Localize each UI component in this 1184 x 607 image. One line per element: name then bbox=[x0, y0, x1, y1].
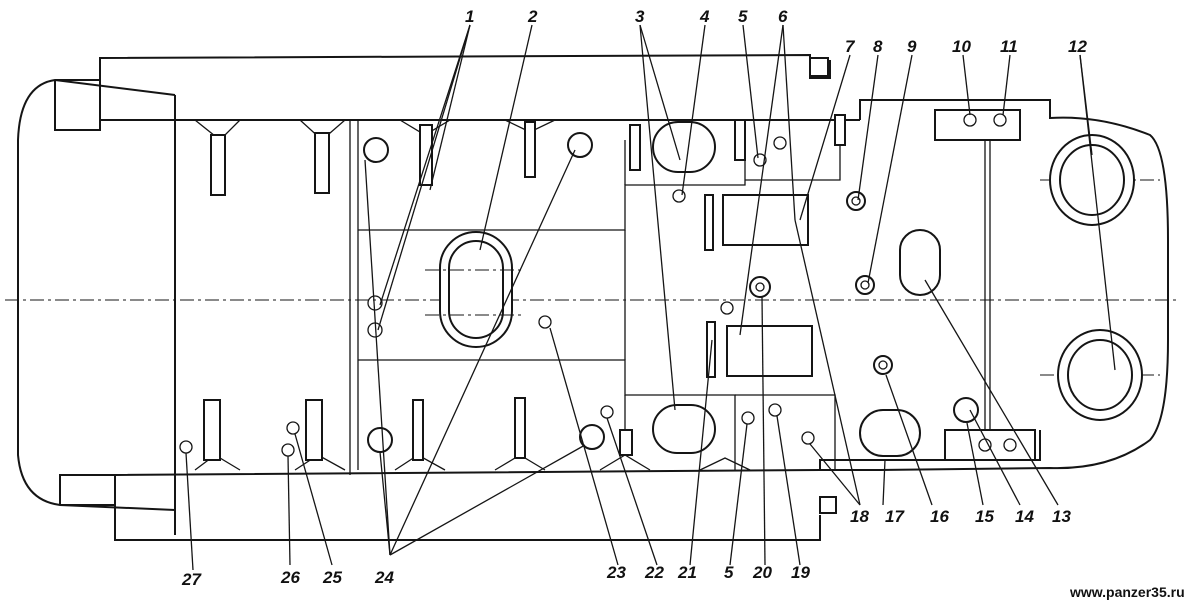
leader-lines bbox=[185, 24, 1116, 571]
callout-5b: 5 bbox=[724, 563, 734, 582]
callout-7: 7 bbox=[845, 37, 856, 56]
hull-outline bbox=[17, 53, 1169, 541]
site-watermark: www.panzer35.ru bbox=[1069, 584, 1184, 600]
callout-25: 25 bbox=[322, 568, 342, 587]
oval-hatch bbox=[899, 229, 941, 296]
callout-19: 19 bbox=[791, 563, 810, 582]
callout-5: 5 bbox=[738, 7, 748, 26]
callout-4: 4 bbox=[699, 7, 710, 26]
rear-hatch-upper-inner bbox=[1059, 144, 1125, 216]
callout-14: 14 bbox=[1015, 507, 1034, 526]
callout-17: 17 bbox=[885, 507, 905, 526]
drain-hatch bbox=[859, 409, 921, 457]
callout-22: 22 bbox=[644, 563, 664, 582]
callout-3: 3 bbox=[635, 7, 645, 26]
rear-hatch-lower-inner bbox=[1067, 339, 1133, 411]
hatches bbox=[425, 121, 1143, 457]
callout-10: 10 bbox=[952, 37, 971, 56]
inspection-hatch-upper bbox=[652, 121, 716, 173]
holes bbox=[179, 132, 979, 457]
callout-18: 18 bbox=[850, 507, 869, 526]
escape-hatch-inner bbox=[448, 240, 504, 339]
callouts-bottom: 27 26 25 24 23 22 21 5 20 19 18 17 16 15… bbox=[181, 507, 1071, 589]
inspection-hatch-lower bbox=[652, 404, 716, 454]
callout-16: 16 bbox=[930, 507, 949, 526]
callout-27: 27 bbox=[181, 570, 202, 589]
callout-2: 2 bbox=[527, 7, 538, 26]
callout-23: 23 bbox=[606, 563, 626, 582]
callout-12: 12 bbox=[1068, 37, 1087, 56]
callouts-top: 1 2 3 4 5 6 7 8 9 10 11 12 bbox=[465, 7, 1087, 56]
suspension-upper bbox=[194, 114, 846, 196]
callout-11: 11 bbox=[1000, 37, 1018, 56]
callout-26: 26 bbox=[280, 568, 300, 587]
callout-9: 9 bbox=[907, 37, 917, 56]
callout-21: 21 bbox=[677, 563, 697, 582]
callout-6: 6 bbox=[778, 7, 788, 26]
callout-1: 1 bbox=[465, 7, 474, 26]
suspension-lower bbox=[194, 397, 751, 471]
callout-20: 20 bbox=[752, 563, 772, 582]
callout-15: 15 bbox=[975, 507, 994, 526]
callout-8: 8 bbox=[873, 37, 883, 56]
callout-13: 13 bbox=[1052, 507, 1071, 526]
callout-24: 24 bbox=[374, 568, 394, 587]
